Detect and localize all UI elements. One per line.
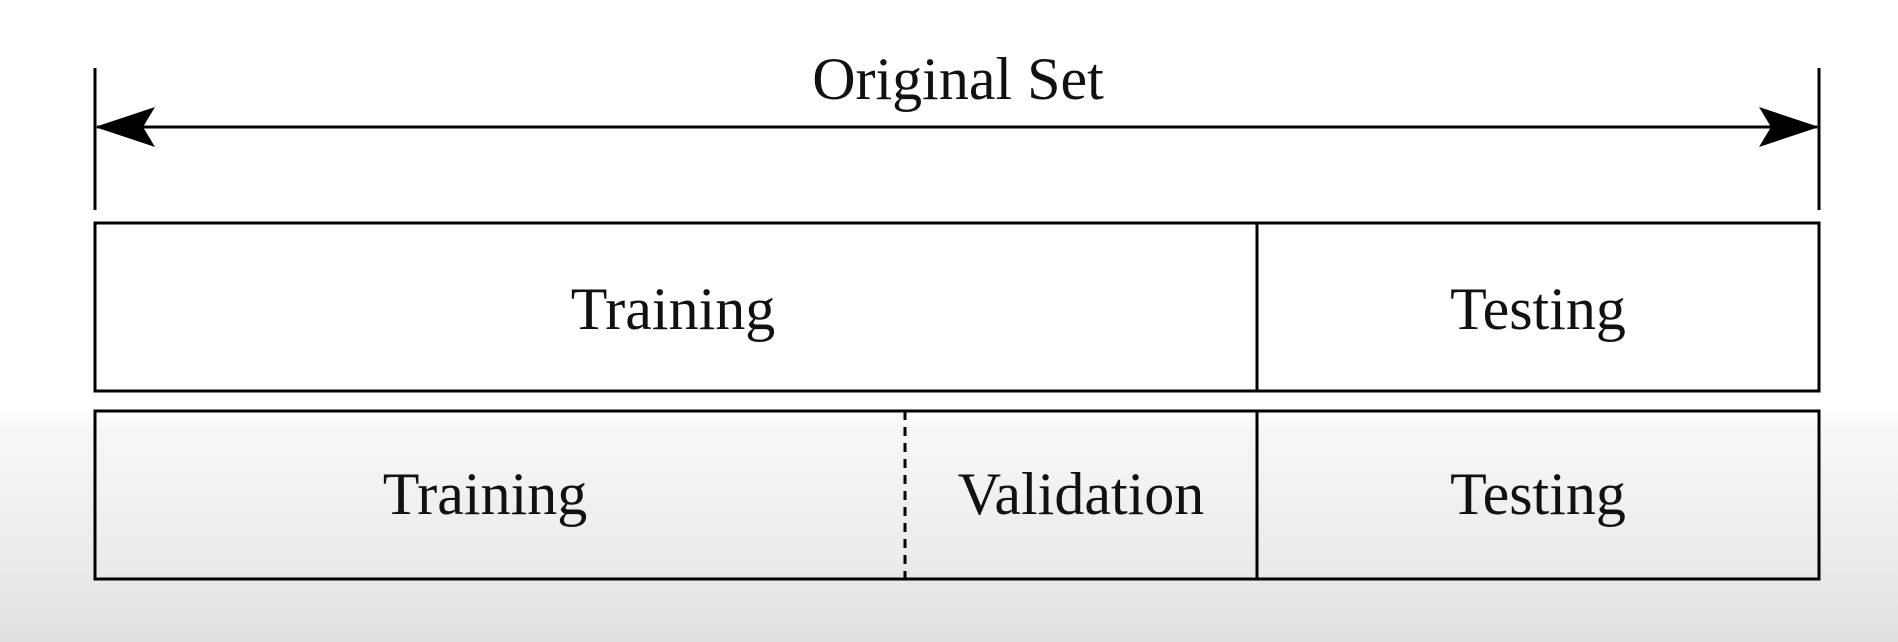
original-set-span: Original Set xyxy=(93,46,1821,210)
row2-testing-label: Testing xyxy=(1450,461,1626,527)
split-row-train-test: Training Testing xyxy=(93,221,1821,393)
row1-testing-label: Testing xyxy=(1450,276,1626,342)
row1-training-label: Training xyxy=(571,276,776,342)
row2-validation-label: Validation xyxy=(958,461,1205,527)
split-row-train-val-test: Training Validation Testing xyxy=(93,409,1821,581)
row2-training-label: Training xyxy=(383,461,588,527)
original-set-label: Original Set xyxy=(812,46,1104,112)
row1-frame xyxy=(93,221,1821,393)
row2-frame xyxy=(93,409,1821,581)
